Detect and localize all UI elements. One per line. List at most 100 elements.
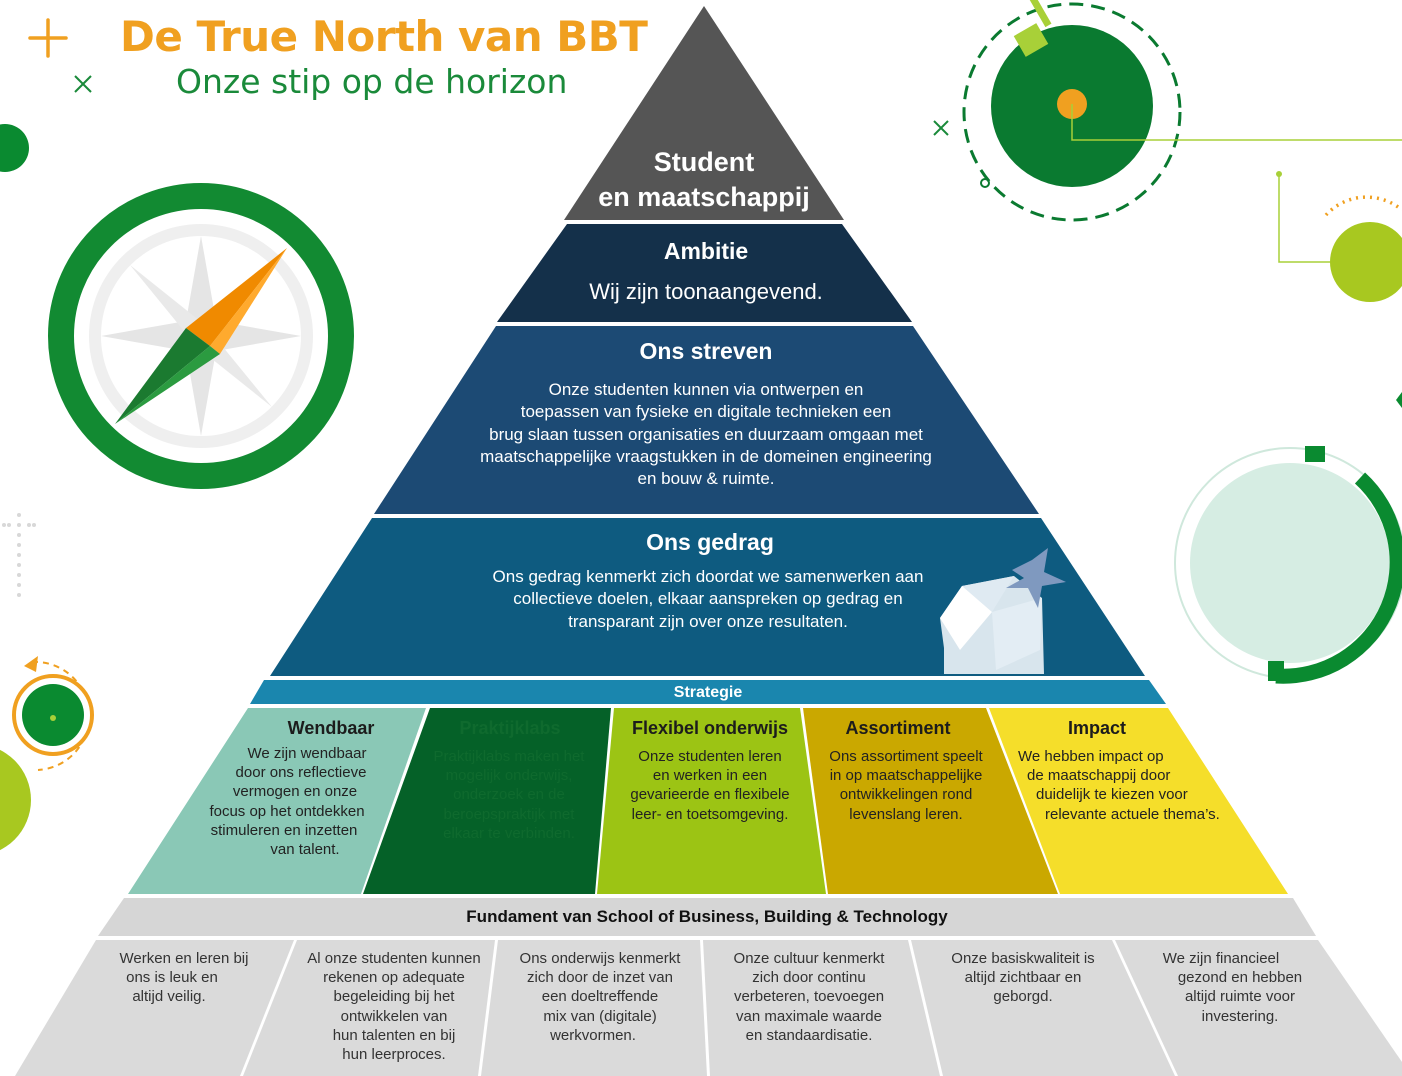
fundament-line: altijd ruimte voor (1184, 988, 1296, 1006)
pillar-impact (989, 708, 1288, 894)
fundament-line: Werken en leren bij (119, 950, 249, 967)
fundament-line: zich door continu (752, 969, 866, 987)
fundament-text-5: Onze basiskwaliteit is altijd zichtbaar … (923, 949, 1123, 1007)
pillar-line: Onze studenten leren (638, 748, 782, 765)
streven-line: toepassen van fysieke en digitale techni… (520, 402, 892, 422)
cross-icon (933, 120, 949, 136)
fundament-line: hun leerproces. (342, 1046, 446, 1064)
streven-title: Ons streven (639, 338, 773, 364)
pillar-praktijklabs-title: Praktijklabs (459, 718, 561, 738)
dotted-cross (2, 513, 36, 597)
fundament-line: investering. (1201, 1007, 1279, 1025)
fundament-line: ons is leuk en (126, 969, 218, 987)
top-label: Student en maatschappij (564, 145, 844, 215)
page-title: De True North van BBT (120, 12, 648, 61)
fundament-line: gezond en hebben (1177, 969, 1303, 987)
pyramid-streven (374, 326, 1039, 514)
gedrag-line: transparant zijn over onze resultaten. (568, 611, 848, 631)
fundament-line: Onze basiskwaliteit is (951, 950, 1095, 967)
pillar-line: de maatschappij door (1027, 767, 1171, 785)
pillar-line: van talent. (270, 841, 340, 859)
fundament-line: een doeltreffende (541, 988, 659, 1006)
streven-line: en bouw & ruimte. (637, 469, 775, 489)
pillar-impact-title: Impact (1067, 718, 1127, 738)
pillar-line: beroepspraktijk met (443, 805, 575, 823)
streven-line: maatschappelijke vraagstukken in de dome… (480, 446, 932, 466)
compass-icon (48, 183, 354, 489)
pillar-flexibel-text: Onze studenten leren en werken in een ge… (610, 747, 810, 824)
ambitie-title: Ambitie (663, 238, 749, 264)
pillar-line: gevarieerde en flexibele (630, 786, 790, 804)
pillar-impact-text: We hebben impact op de maatschappij door… (1012, 747, 1242, 824)
pillar-flexibel-title: Flexibel onderwijs (631, 718, 789, 738)
lime-circle-icon (1276, 171, 1402, 302)
orbit-icon (962, 0, 1402, 222)
pillar-line: Ons assortiment speelt (829, 748, 983, 765)
pillar-line: stimuleren en inzetten (210, 821, 358, 839)
fundament-line: altijd veilig. (132, 988, 206, 1006)
pyramid-gedrag (270, 518, 1145, 676)
gedrag-text: Ons gedrag kenmerkt zich doordat we same… (440, 566, 976, 633)
fundament-cell-5 (911, 940, 1175, 1076)
cross-icon (74, 75, 92, 93)
fundament-text-2: Al onze studenten kunnen rekenen op adeq… (294, 949, 494, 1064)
pillar-line: onderzoek en de (453, 786, 565, 804)
fundament-text-6: We zijn financieel gezond en hebben alti… (1140, 949, 1340, 1026)
pillar-praktijklabs (363, 708, 611, 894)
pillar-line: We hebben impact op (1018, 748, 1164, 765)
fundament-line: altijd zichtbaar en (964, 969, 1082, 987)
pillar-line: en werken in een (652, 767, 768, 785)
pillar-wendbaar (128, 708, 426, 894)
gedrag-line: collectieve doelen, elkaar aanspreken op… (513, 589, 903, 609)
fundament-line: rekenen op adequate (323, 969, 465, 987)
fundament-line: zich door de inzet van (527, 969, 673, 987)
fundament-text-3: Ons onderwijs kenmerkt zich door de inze… (502, 949, 698, 1045)
gedrag-line: Ons gedrag kenmerkt zich doordat we same… (492, 567, 924, 586)
fundament-header (98, 898, 1316, 936)
pillar-wendbaar-text: We zijn wendbaar door ons reflectieve ve… (190, 744, 400, 859)
fundament-line: werkvormen. (550, 1026, 636, 1044)
pyramid-top (564, 6, 844, 220)
fundament-line: Onze cultuur kenmerkt (733, 950, 885, 967)
page-subtitle: Onze stip op de horizon (176, 62, 568, 101)
strategie-band (250, 680, 1166, 704)
fundament-line: hun talenten en bij (332, 1026, 456, 1044)
top-line-1: Student (653, 147, 755, 177)
pillar-line: relevante actuele thema’s. (1045, 805, 1220, 823)
pillar-line: mogelijk onderwijs, (445, 767, 573, 785)
pillar-assortiment (803, 708, 1058, 894)
pillar-assortiment-text: Ons assortiment speelt in op maatschappe… (806, 747, 1006, 824)
gedrag-title: Ons gedrag (646, 529, 774, 555)
fundament-cell-3 (481, 940, 707, 1076)
fundament-line: en standaardisatie. (745, 1026, 873, 1044)
ambitie-text: Wij zijn toonaangevend. (589, 279, 823, 304)
pillar-line: duidelijk te kiezen voor (1036, 786, 1188, 804)
pillar-wendbaar-title: Wendbaar (287, 718, 375, 738)
pillar-line: focus op het ontdekken (209, 802, 365, 820)
pyramid-ambitie (497, 224, 912, 322)
fundament-line: geborgd. (993, 988, 1053, 1006)
plus-icon (28, 18, 68, 58)
pillar-line: ontwikkelingen rond (839, 786, 973, 804)
fundament-line: begeleiding bij het (333, 988, 455, 1006)
pillar-line: in op maatschappelijke (829, 767, 983, 785)
pillar-flexibel (597, 708, 826, 894)
fundament-line: verbeteren, toevoegen (733, 988, 885, 1006)
fundament-line: We zijn financieel (1162, 950, 1280, 967)
fundament-text-1: Werken en leren bij ons is leuk en altij… (94, 949, 274, 1007)
pillar-line: door ons reflectieve (235, 764, 367, 782)
top-line-2: en maatschappij (598, 182, 810, 212)
pillar-assortiment-title: Assortiment (845, 718, 951, 738)
pillar-line: elkaar te verbinden. (443, 824, 575, 842)
green-dot (0, 124, 29, 172)
fundament-cell-6 (1115, 940, 1402, 1076)
fundament-line: Al onze studenten kunnen (307, 950, 481, 967)
streven-text: Onze studenten kunnen via ontwerpen en t… (430, 379, 982, 490)
pillar-line: Praktijklabs maken het (433, 748, 585, 765)
pillar-line: We zijn wendbaar (247, 745, 367, 762)
strategie-label: Strategie (673, 684, 743, 701)
fundament-cell-1 (15, 940, 294, 1076)
pillar-line: vermogen en onze (232, 783, 358, 801)
fundament-text-4: Onze cultuur kenmerkt zich door continu … (709, 949, 909, 1045)
